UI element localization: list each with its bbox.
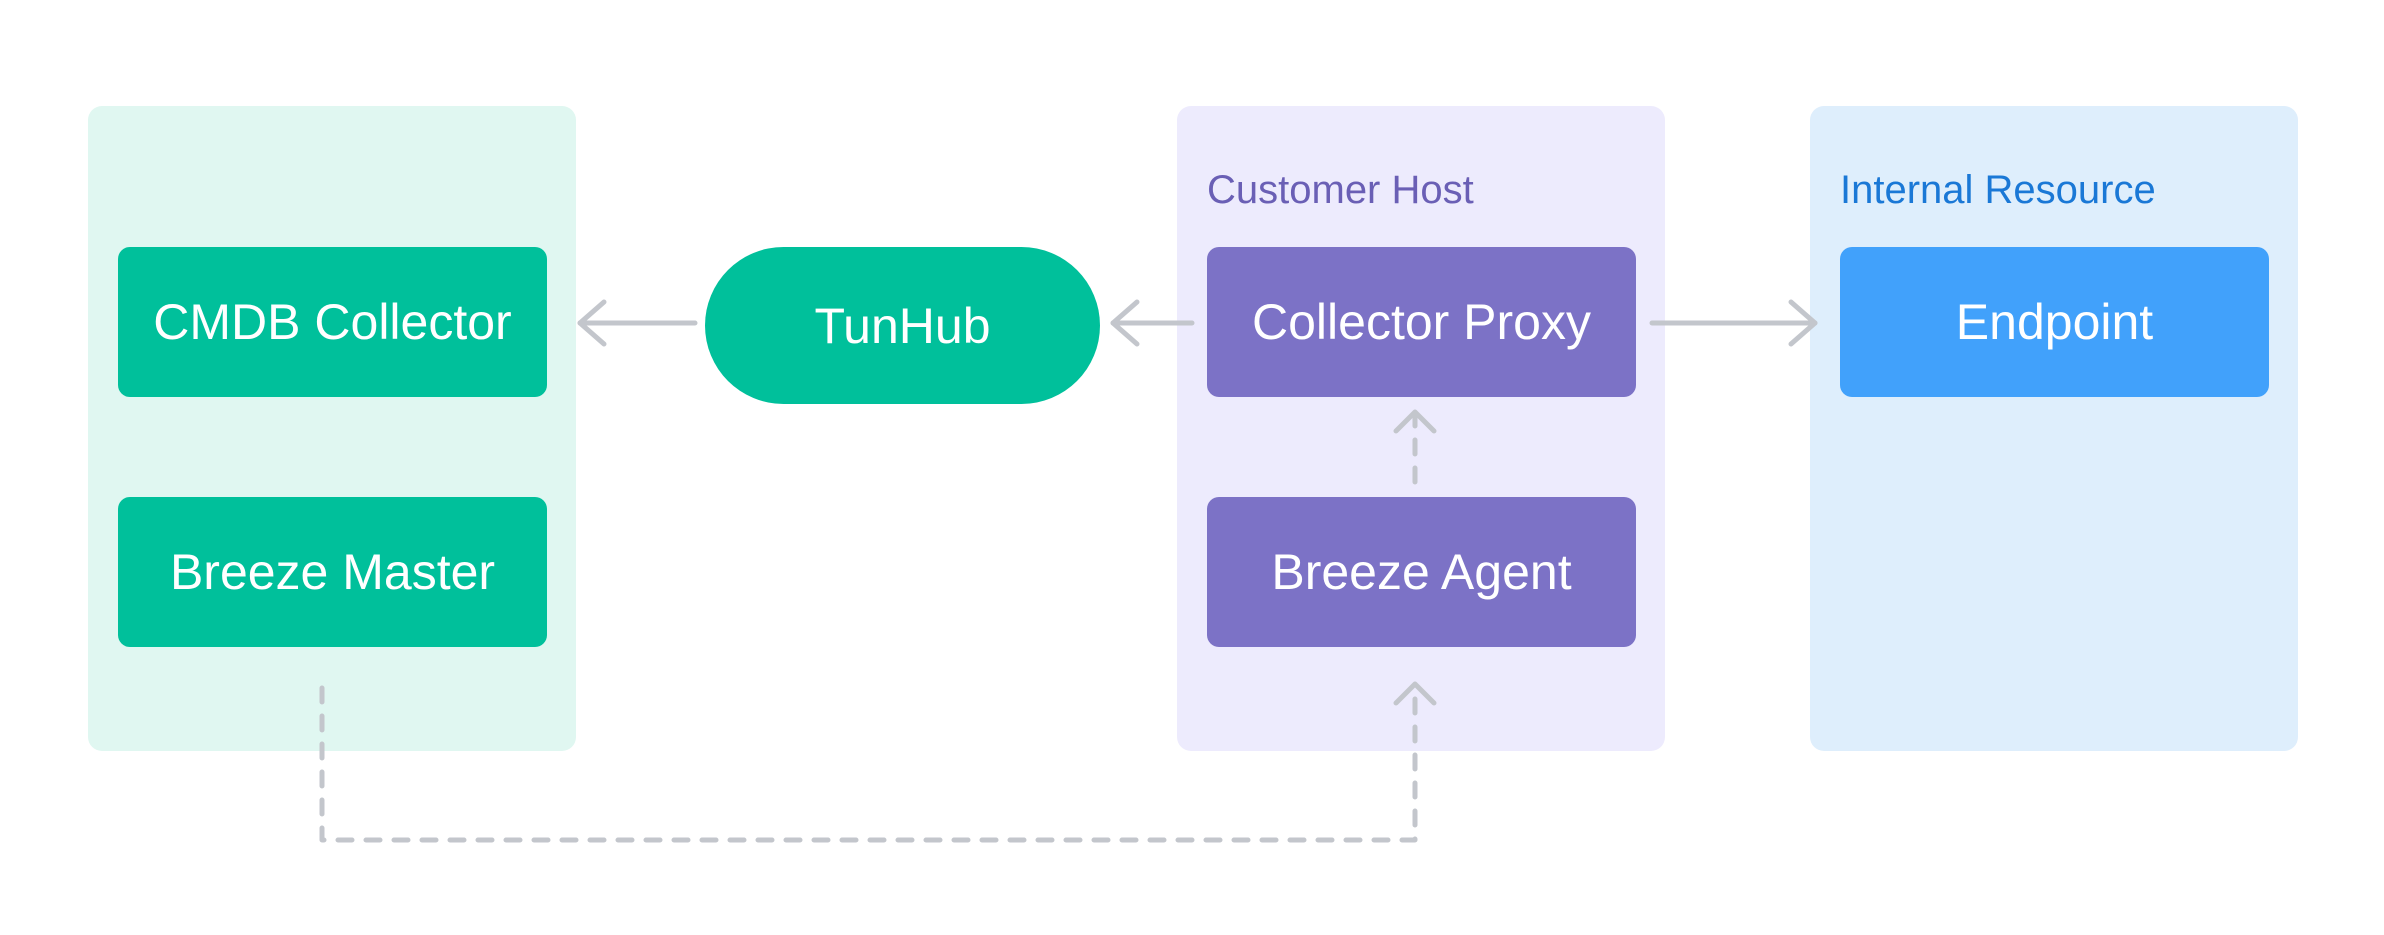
panel-title-internal-resource: Internal Resource xyxy=(1840,168,2156,212)
panel-server xyxy=(88,106,576,751)
node-endpoint[interactable]: Endpoint xyxy=(1840,247,2269,397)
node-collector-proxy[interactable]: Collector Proxy xyxy=(1207,247,1636,397)
connector-collector-proxy-to-endpoint xyxy=(1649,299,1818,347)
panel-customer-host: Customer Host xyxy=(1177,106,1665,751)
panel-title-customer-host: Customer Host xyxy=(1207,168,1474,212)
connector-tunhub-to-cmdb-collector xyxy=(577,299,698,347)
node-tunhub[interactable]: TunHub xyxy=(705,247,1100,404)
panel-internal-resource: Internal Resource xyxy=(1810,106,2298,751)
node-breeze-master[interactable]: Breeze Master xyxy=(118,497,547,647)
node-cmdb-collector[interactable]: CMDB Collector xyxy=(118,247,547,397)
node-breeze-agent[interactable]: Breeze Agent xyxy=(1207,497,1636,647)
